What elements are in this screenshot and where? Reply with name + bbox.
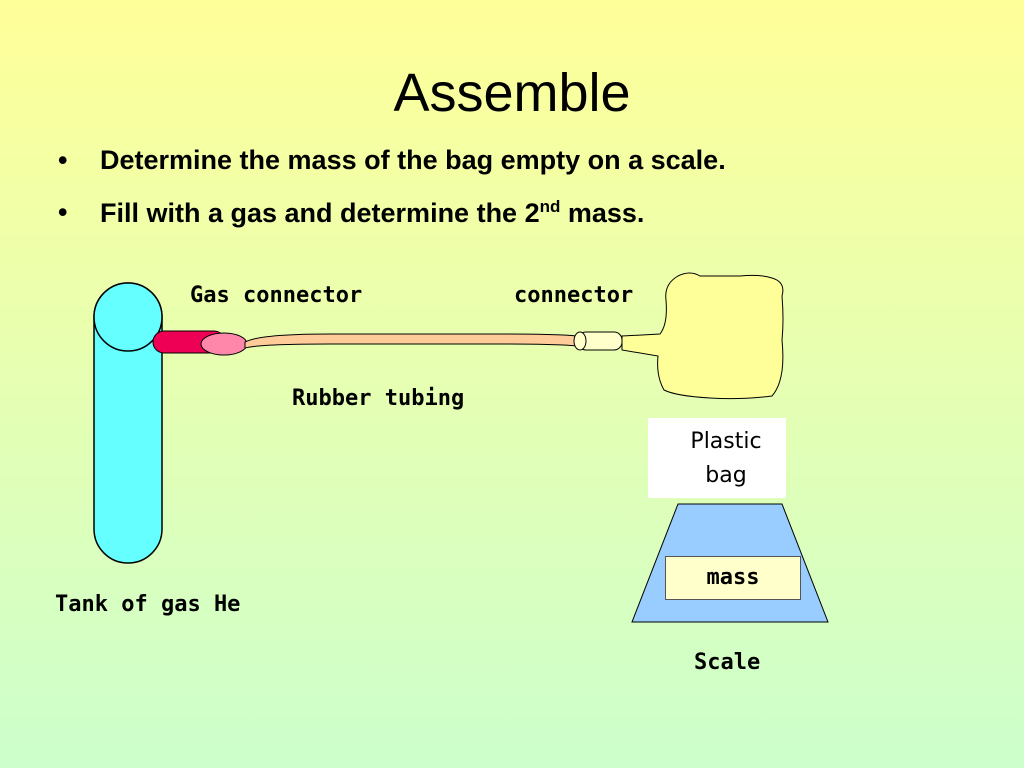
gas-connector-light <box>200 332 248 356</box>
connector <box>573 331 623 351</box>
connector-end <box>573 331 587 351</box>
bullet-list: • Determine the mass of the bag empty on… <box>58 145 726 249</box>
bullet-text: Determine the mass of the bag empty on a… <box>100 145 726 175</box>
plastic-bag-label-line2: bag <box>705 463 747 488</box>
plastic-bag-label-line1: Plastic <box>690 429 762 454</box>
gas-connector <box>152 330 248 356</box>
bullet-item: • Determine the mass of the bag empty on… <box>58 145 726 197</box>
bullet-text: Fill with a gas and determine the 2 <box>100 198 540 228</box>
bullet-item: • Fill with a gas and determine the 2nd … <box>58 197 726 249</box>
tank-top <box>93 282 163 352</box>
plastic-bag-label-box <box>648 418 786 498</box>
bullet-text-end: mass. <box>560 198 645 228</box>
gas-tank <box>93 282 163 564</box>
slide-title: Assemble <box>393 63 631 123</box>
bullet-marker: • <box>58 197 68 227</box>
bullet-marker: • <box>58 145 68 175</box>
rubber-tubing-label: Rubber tubing <box>292 386 465 411</box>
tank-label: Tank of gas He <box>55 592 241 617</box>
rubber-tubing <box>244 333 577 349</box>
plastic-bag-label: Plastic bag <box>672 425 780 493</box>
scale-label: Scale <box>694 650 761 675</box>
plastic-bag <box>621 272 784 400</box>
bullet-superscript: nd <box>539 197 561 216</box>
gas-connector-label: Gas connector <box>190 283 363 308</box>
connector-label: connector <box>514 283 634 308</box>
mass-display: mass <box>665 556 801 600</box>
